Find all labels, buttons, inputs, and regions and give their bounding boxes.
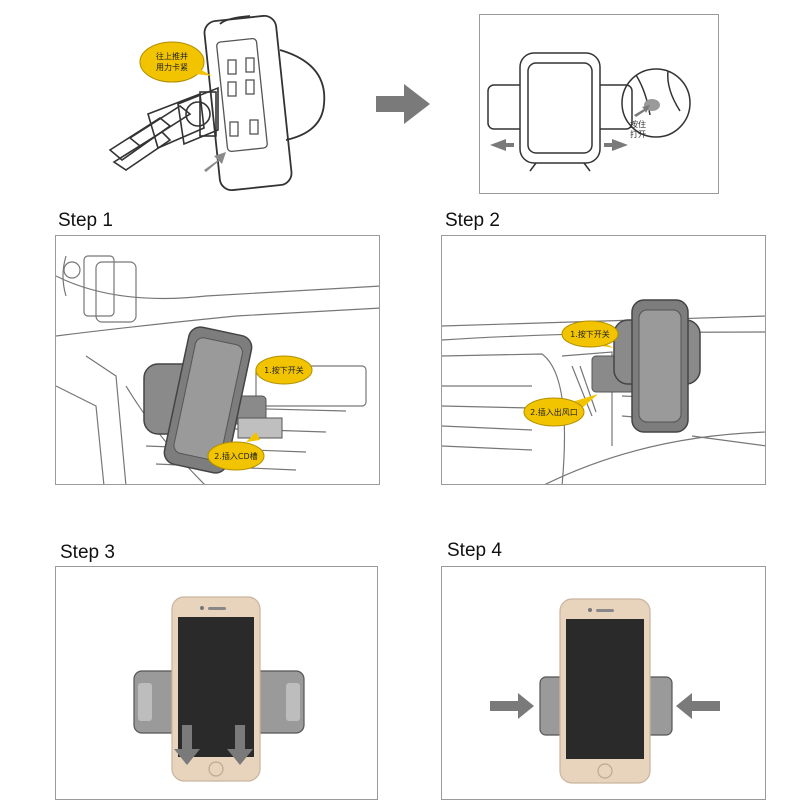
step-3-drawing (133, 596, 305, 782)
step-4-phone (559, 598, 651, 784)
step-4-label: Step 4 (447, 540, 502, 561)
step-2-callout-switch-text: 1.按下开关 (570, 329, 610, 339)
step-1-callout-switch-text: 1.按下开关 (264, 365, 304, 375)
step-3-panel (55, 566, 378, 800)
step-1-panel: 1.按下开关 2.插入CD槽 (55, 235, 380, 485)
step-1-callout-switch: 1.按下开关 (254, 355, 313, 385)
step-3-down-arrow-right (227, 725, 253, 765)
step-2-drawing: 1.按下开关 2.插入出风口 (442, 299, 765, 484)
release-label-line1: 按住 (630, 119, 646, 129)
step-1-callout-cd-text: 2.插入CD槽 (214, 451, 257, 461)
release-label-line2: 打开 (630, 129, 646, 139)
release-detail-panel: 按住 打开 (479, 14, 719, 194)
callout-push-line2: 用力卡紧 (156, 62, 188, 72)
step-2-callout-vent: 2.插入出风口 (523, 394, 598, 427)
step-1-callout-cd: 2.插入CD槽 (207, 432, 265, 471)
step-1-label: Step 1 (58, 210, 113, 231)
step-2-callout-switch: 1.按下开关 (561, 320, 619, 348)
callout-push-line1: 往上推并 (156, 51, 188, 61)
assembly-illustration: 往上推并 用力卡紧 (108, 14, 326, 192)
step-3-down-arrow-left (174, 725, 200, 765)
step-2-callout-vent-text: 2.插入出风口 (530, 407, 578, 417)
callout-push-bubble: 往上推并 用力卡紧 (139, 41, 212, 83)
step-2-label: Step 2 (445, 210, 500, 231)
step-2-panel: 1.按下开关 2.插入出风口 (441, 235, 766, 485)
step-1-drawing: 1.按下开关 2.插入CD槽 (56, 255, 379, 484)
step-4-right-arrow (490, 693, 534, 719)
step-4-drawing (490, 598, 720, 784)
step-4-left-arrow (676, 693, 720, 719)
release-detail-drawing: 按住 打开 (487, 52, 691, 172)
step-4-panel (441, 566, 766, 800)
next-arrow-icon (376, 84, 430, 124)
step-3-label: Step 3 (60, 542, 115, 563)
